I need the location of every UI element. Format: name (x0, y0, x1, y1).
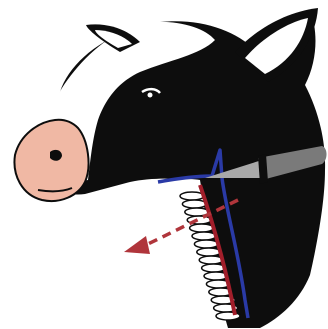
cow-muzzle (14, 120, 88, 201)
trachea-ring (180, 192, 204, 200)
trachea-ring (190, 224, 214, 232)
trachea-ring (192, 232, 216, 240)
trachea-ring (197, 248, 221, 256)
cow-eye-dot (148, 93, 153, 98)
trachea-ring (194, 240, 218, 248)
trachea-ring (199, 256, 223, 264)
cut-arrow-head (124, 236, 150, 254)
trachea-ring (182, 200, 206, 208)
